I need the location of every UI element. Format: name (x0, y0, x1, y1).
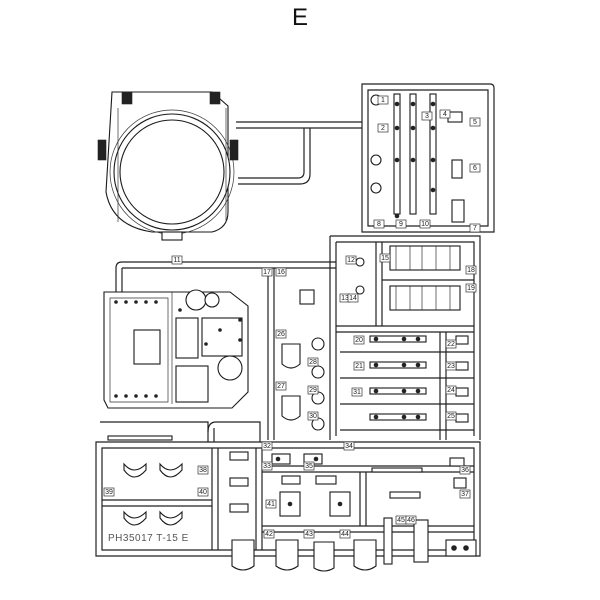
part-number-31: 31 (353, 389, 361, 396)
bottom-row-parts (231, 517, 477, 572)
part-number-21: 21 (355, 363, 363, 370)
part-number-32: 32 (263, 443, 271, 450)
turret-ring-part (97, 91, 239, 241)
part-number-45: 45 (397, 517, 405, 524)
part-number-4: 4 (443, 111, 447, 118)
part-number-35: 35 (305, 463, 313, 470)
part-number-11: 11 (173, 257, 180, 264)
part-number-29: 29 (309, 387, 317, 394)
part-number-14: 14 (349, 295, 357, 302)
part-number-5: 5 (473, 119, 477, 126)
part-number-24: 24 (447, 387, 455, 394)
part-number-20: 20 (355, 337, 363, 344)
part-number-34: 34 (345, 443, 353, 450)
part-number-26: 26 (277, 331, 285, 338)
part-number-27: 27 (277, 383, 285, 390)
part-number-42: 42 (265, 531, 273, 538)
hull-deck-part (103, 289, 249, 409)
part-number-25: 25 (447, 413, 455, 420)
part-number-1: 1 (381, 97, 385, 104)
part-number-18: 18 (467, 267, 475, 274)
part-number-30: 30 (309, 413, 317, 420)
part-number-3: 3 (425, 113, 429, 120)
sprue-stamp: PH35017 T-15 E (108, 533, 189, 544)
part-number-7: 7 (473, 225, 477, 232)
part-number-43: 43 (305, 531, 313, 538)
part-number-17: 17 (263, 269, 271, 276)
part-number-46: 46 (407, 517, 415, 524)
part-number-12: 12 (347, 257, 355, 264)
part-number-19: 19 (467, 285, 475, 292)
part-number-15: 15 (381, 255, 389, 262)
part-number-40: 40 (199, 489, 207, 496)
part-number-labels: 1 2 3 4 5 6 7 8 9 10 11 12 13 14 15 16 1… (103, 95, 481, 539)
bottom-left-parts (107, 435, 249, 526)
part-number-9: 9 (399, 221, 403, 228)
part-number-16: 16 (277, 269, 285, 276)
part-number-28: 28 (309, 359, 317, 366)
bottom-middle-parts (271, 453, 467, 517)
middle-right-parts (281, 245, 469, 431)
part-number-38: 38 (199, 467, 207, 474)
part-number-37: 37 (461, 491, 469, 498)
top-right-small-parts (370, 93, 465, 223)
part-number-33: 33 (263, 463, 271, 470)
part-number-10: 10 (421, 221, 429, 228)
part-number-22: 22 (447, 341, 455, 348)
part-number-23: 23 (447, 363, 455, 370)
part-number-2: 2 (381, 125, 385, 132)
sprue-letter: E (291, 4, 308, 31)
part-number-6: 6 (473, 165, 477, 172)
part-number-8: 8 (377, 221, 381, 228)
part-number-36: 36 (461, 467, 469, 474)
part-number-13: 13 (341, 295, 349, 302)
part-number-44: 44 (341, 531, 349, 538)
part-number-41: 41 (267, 501, 275, 508)
part-number-39: 39 (105, 489, 113, 496)
